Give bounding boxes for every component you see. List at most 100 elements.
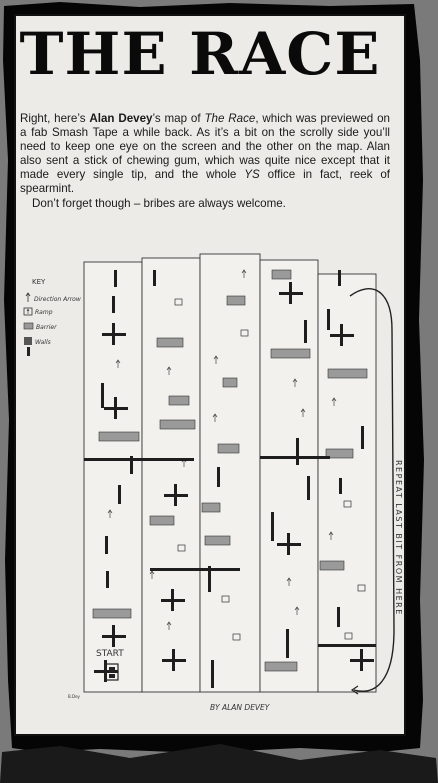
- corner-mark: B.Dey: [68, 694, 81, 699]
- key-item-ramp: Ramp: [23, 307, 53, 316]
- barrier-icon: [23, 322, 34, 330]
- map-drawing: KEY Direction Arrow Ramp Barrier: [23, 253, 403, 712]
- key-label: Barrier: [36, 324, 57, 331]
- ramp-icon: [177, 544, 186, 552]
- wall: [153, 270, 156, 286]
- text-run: Right, here’s: [20, 112, 90, 125]
- key-label: Ramp: [35, 309, 53, 316]
- wall: [286, 629, 289, 658]
- ramp-icon: [357, 584, 366, 592]
- start-marker: START: [96, 649, 124, 681]
- wall: [340, 324, 343, 346]
- wall: [287, 533, 290, 555]
- key-item-barrier: Barrier: [23, 322, 57, 331]
- barrier: [168, 395, 190, 406]
- barrier: [264, 661, 298, 672]
- map-credit: BY ALAN DEVEY: [210, 703, 271, 712]
- barrier: [270, 348, 311, 359]
- arrow-icon: [294, 606, 300, 615]
- wall: [296, 438, 299, 465]
- text-run: ’s map of: [152, 112, 205, 125]
- ramp-icon: [240, 329, 249, 337]
- wall: [318, 644, 376, 647]
- key-item-arrow: Direction Arrow: [25, 292, 81, 303]
- arrow-icon: [328, 531, 334, 540]
- wall: [101, 383, 104, 408]
- key-label: Direction Arrow: [34, 296, 81, 303]
- arrow-icon: [241, 269, 247, 278]
- wall: [114, 397, 117, 419]
- wall: [339, 478, 342, 494]
- wall: [118, 485, 121, 504]
- wall: [304, 320, 307, 343]
- wall: [84, 458, 194, 461]
- track-strips: [83, 253, 377, 693]
- arrow-icon: [25, 292, 31, 302]
- wall: [112, 296, 115, 313]
- wall: [360, 649, 363, 671]
- wall: [114, 270, 117, 287]
- arrow-head-icon: [350, 685, 359, 695]
- game-title: The Race: [204, 112, 256, 125]
- text-run: office in fact, reek of spearmint.: [20, 168, 390, 196]
- arrow-icon: [115, 359, 121, 368]
- ramp-icon: [23, 307, 33, 316]
- wall: [217, 467, 220, 487]
- paragraph-intro: Right, here’s Alan Devey’s map of The Ra…: [20, 112, 390, 197]
- wall: [289, 282, 292, 304]
- magazine-name: YS: [244, 168, 260, 182]
- barrier: [319, 560, 345, 571]
- car-icon: [105, 663, 119, 681]
- page-title: THE RACE: [19, 20, 381, 88]
- barrier: [327, 368, 368, 379]
- barrier: [149, 515, 175, 526]
- barrier: [226, 295, 246, 306]
- key-item-walls: Walls: [24, 337, 51, 356]
- article-body: Right, here’s Alan Devey’s map of The Ra…: [20, 112, 390, 211]
- wall: [211, 660, 214, 688]
- barrier: [217, 443, 240, 454]
- arrow-icon: [107, 509, 113, 518]
- arrow-icon: [292, 378, 298, 387]
- key-title: KEY: [32, 278, 46, 286]
- arrow-icon: [213, 355, 219, 364]
- start-label: START: [96, 649, 124, 659]
- map-key: KEY Direction Arrow Ramp Barrier: [23, 278, 81, 356]
- wall: [327, 309, 330, 330]
- barrier: [201, 502, 221, 513]
- barrier: [98, 431, 140, 442]
- arrow-icon: [212, 413, 218, 422]
- wall: [112, 323, 115, 345]
- barrier: [159, 419, 196, 430]
- wall: [174, 484, 177, 506]
- key-label: Walls: [35, 339, 51, 346]
- repeat-note: REPEAT LAST BIT FROM HERE: [394, 460, 403, 616]
- wall: [106, 571, 109, 588]
- barrier: [92, 608, 132, 619]
- wall: [337, 607, 340, 627]
- wall-icon: [24, 337, 32, 345]
- ramp-icon: [343, 500, 352, 508]
- barrier: [271, 269, 292, 280]
- ramp-icon: [221, 595, 230, 603]
- wall: [150, 568, 240, 571]
- arrow-icon: [331, 397, 337, 406]
- hand-drawn-map: KEY Direction Arrow Ramp Barrier: [20, 250, 410, 720]
- wall: [271, 512, 274, 541]
- wall: [105, 536, 108, 554]
- wall: [260, 456, 330, 459]
- arrow-icon: [286, 577, 292, 586]
- wall: [112, 625, 115, 647]
- wall: [307, 476, 310, 500]
- ramp-icon: [174, 298, 183, 306]
- repeat-loop-arrow: [349, 288, 395, 692]
- barrier: [204, 535, 231, 546]
- barrier: [156, 337, 184, 348]
- wall: [130, 456, 133, 474]
- arrow-icon: [300, 408, 306, 417]
- ramp-icon: [344, 632, 353, 640]
- barrier: [222, 377, 238, 388]
- paragraph-bribes: Don’t forget though – bribes are always …: [32, 196, 286, 210]
- arrow-icon: [166, 366, 172, 375]
